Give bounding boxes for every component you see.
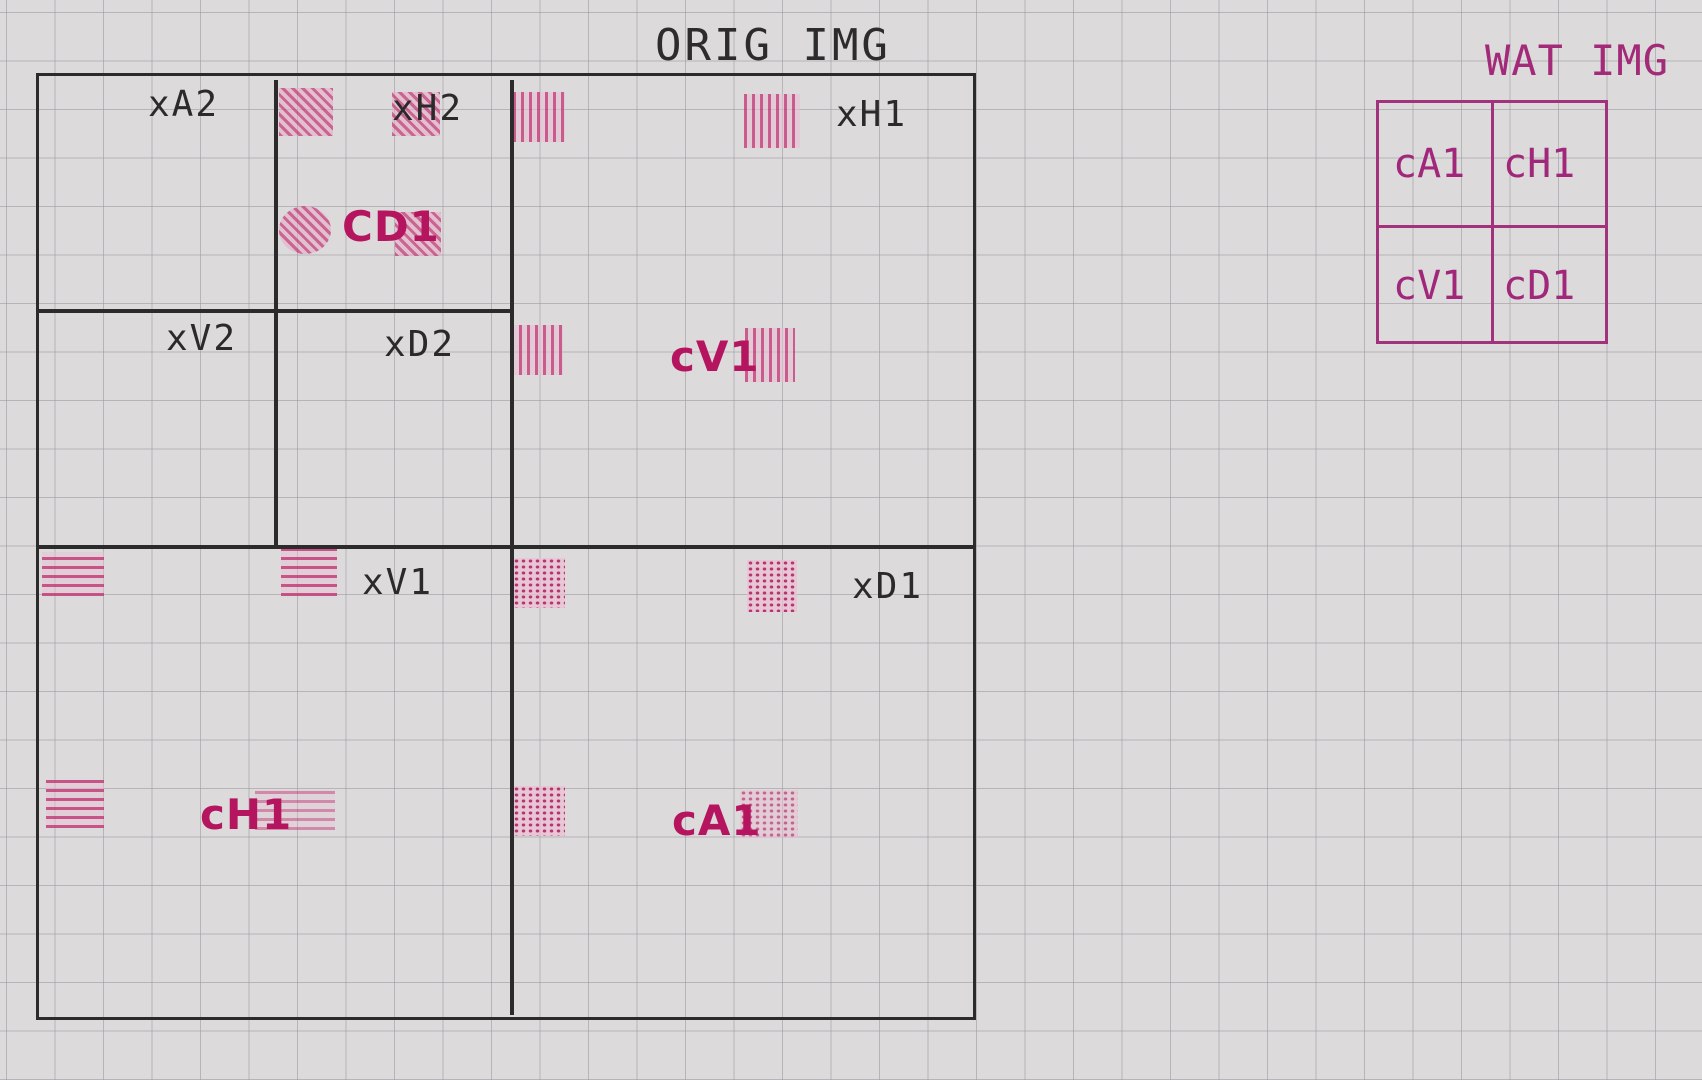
hatch-mark-h2-right [513,92,565,142]
divider-horizontal-level2 [38,309,512,313]
orig-outer-box [36,73,976,1020]
orig-img-diagram: xA2 xH2 xH1 CD1 xV2 xD2 cV1 xV1 xD1 cH1 … [36,73,976,1020]
label-xa2: xA2 [148,84,220,125]
label-xv1: xV1 [362,562,434,603]
wat-cell-ch1: cH1 [1503,141,1576,187]
label-cv1: cV1 [670,332,760,381]
label-xh2: xH2 [392,88,464,129]
label-ch1: cH1 [200,790,293,839]
label-xh1: xH1 [836,94,908,135]
wat-img-grid: cA1 cH1 cV1 cD1 [1376,100,1608,344]
wat-cell-ca1: cA1 [1393,141,1466,187]
hatch-mark-h1 [744,94,800,148]
hatch-mark-ch1-label [255,790,335,830]
wat-divider-vertical [1491,103,1494,341]
wat-cell-cd1: cD1 [1503,263,1576,309]
label-xd1: xD1 [852,566,924,607]
hatch-mark-cd1-left [279,206,331,254]
label-ca1: cA1 [672,796,762,845]
hatch-mark-a2 [279,88,333,136]
divider-vertical-level2 [274,80,278,547]
hatch-mark-ca1-left [513,786,565,836]
hatch-mark-cv1 [745,328,795,382]
label-cd1: CD1 [342,202,440,251]
hatch-mark-v1 [281,548,337,596]
hatch-mark-ch1 [46,780,104,828]
divider-horizontal-level1 [38,545,974,549]
orig-img-title: ORIG IMG [655,20,891,71]
wat-divider-horizontal [1379,225,1605,228]
wat-img-title: WAT IMG [1485,36,1670,85]
label-xd2: xD2 [384,324,456,365]
hatch-mark-d1-left [513,558,565,608]
hatch-mark-v2 [42,552,104,596]
wat-cell-cv1: cV1 [1393,263,1466,309]
label-xv2: xV2 [166,318,238,359]
hatch-mark-cd1-right [395,212,441,256]
hatch-mark-d2 [511,325,563,375]
hatch-mark-ca1-label [740,790,798,838]
hatch-mark-h2 [392,92,440,136]
hatch-mark-d1-right [747,560,797,612]
